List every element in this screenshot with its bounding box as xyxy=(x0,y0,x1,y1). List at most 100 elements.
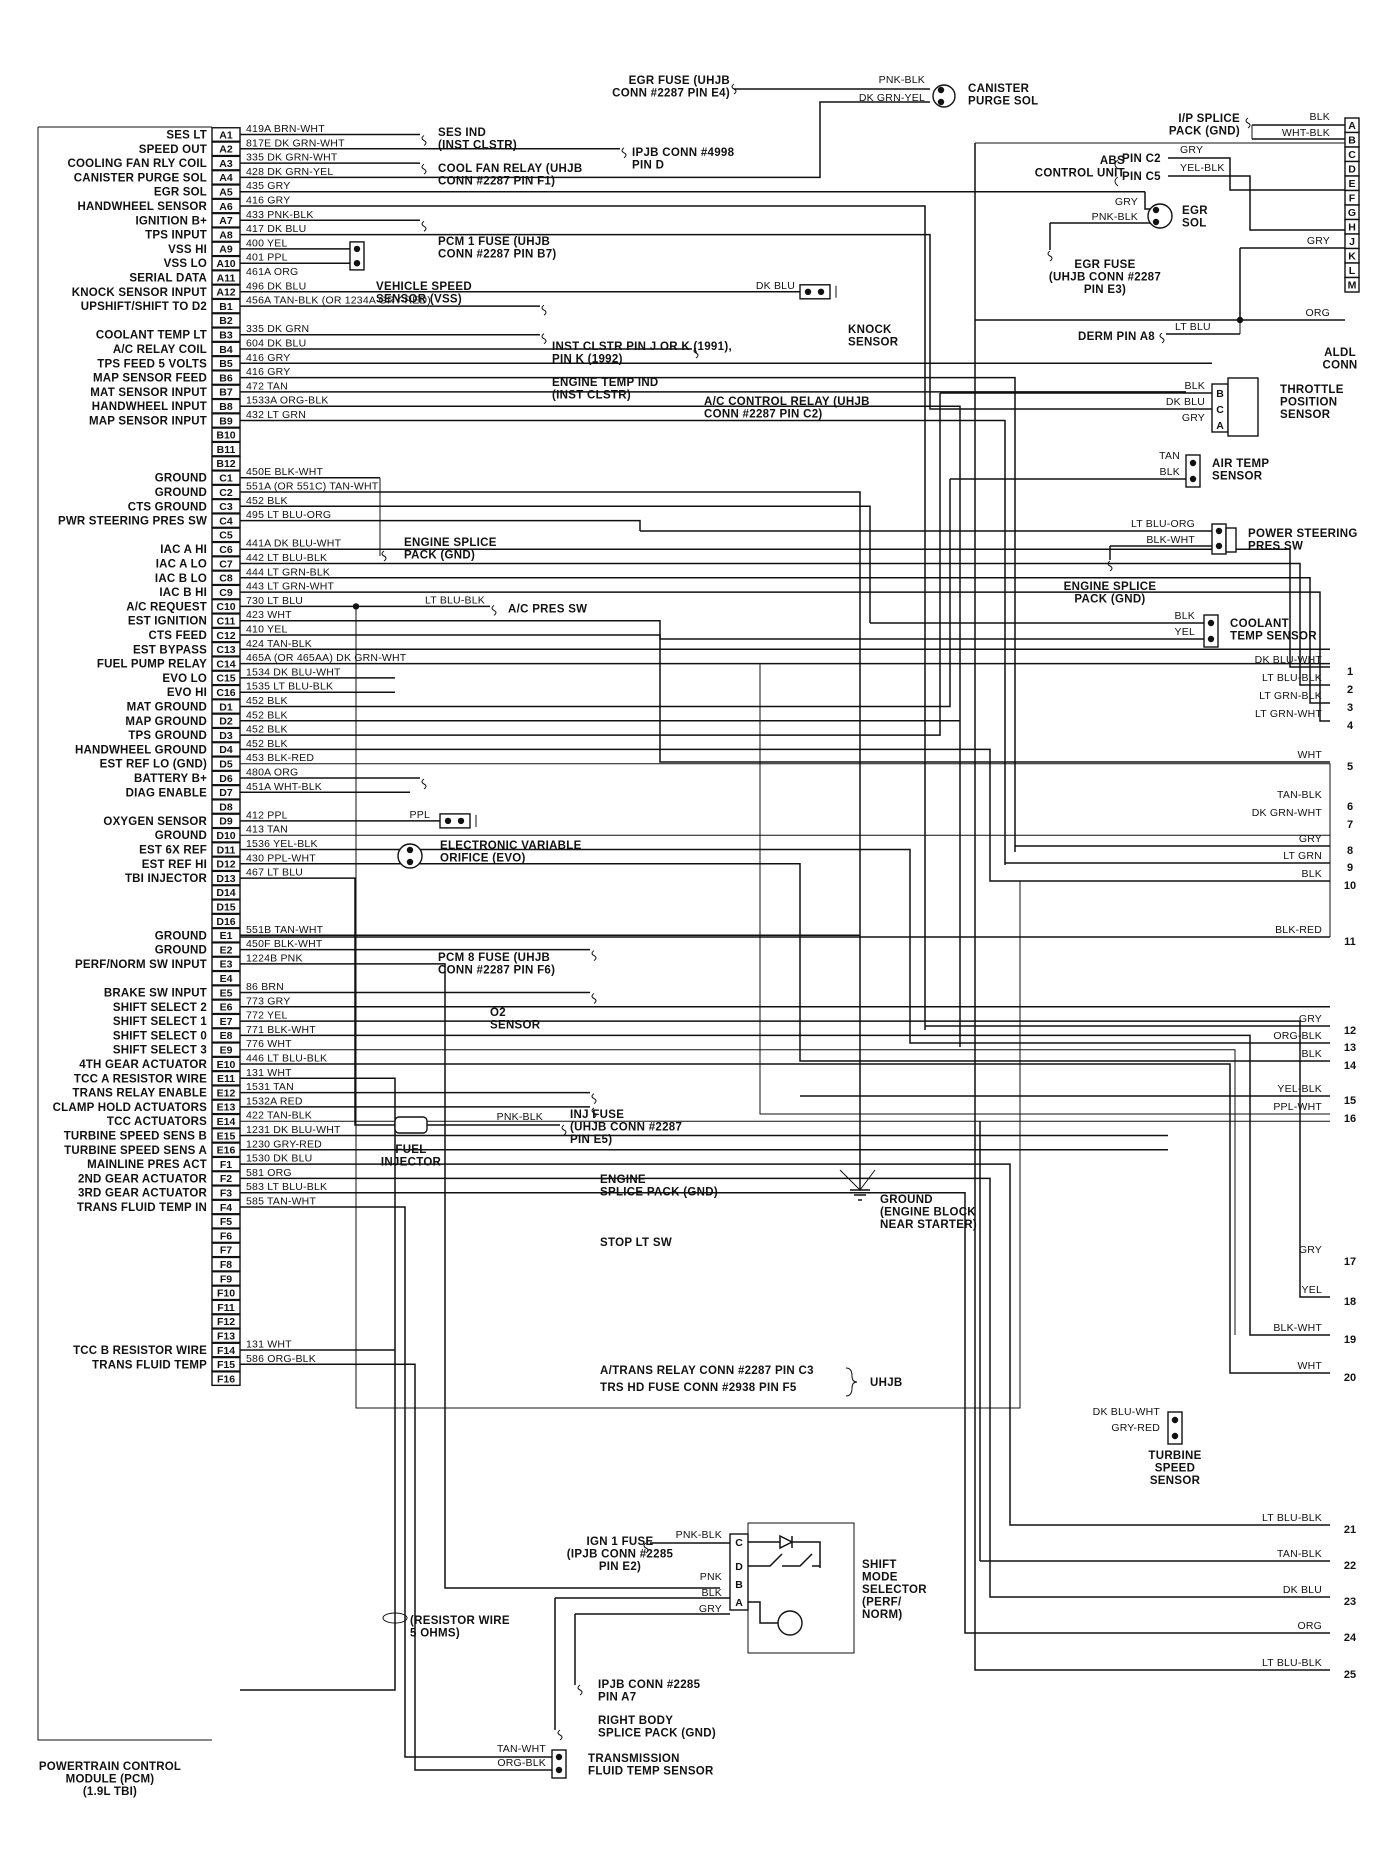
wire-label: 441A DK BLU-WHT xyxy=(246,538,342,550)
wire-label: LT BLU-BLK xyxy=(1262,1512,1322,1524)
ipjb-4998-label: PIN D xyxy=(632,160,664,172)
wire-label: YEL xyxy=(1302,1284,1322,1296)
pcm-pin-id: F11 xyxy=(217,1302,235,1314)
air-temp-label: SENSOR xyxy=(1212,471,1263,483)
break-mark xyxy=(1245,117,1251,129)
ip-splice-label: PACK (GND) xyxy=(1169,126,1240,138)
pcm-pin-id: C5 xyxy=(219,530,233,542)
pcm-pin-id: A12 xyxy=(216,287,235,299)
wire-label: WHT-BLK xyxy=(1282,127,1330,139)
break-mark xyxy=(491,605,497,616)
pcm-pin-f6 xyxy=(211,1228,241,1244)
break-mark xyxy=(643,1542,649,1554)
pcm-pin-label: FUEL PUMP RELAY xyxy=(97,659,207,671)
wire-label: 410 YEL xyxy=(246,624,288,636)
uhjb-label: UHJB xyxy=(870,1377,903,1389)
c11-wire xyxy=(240,619,1330,763)
ground-fan xyxy=(839,1169,876,1191)
shift-mode-label: MODE xyxy=(862,1572,898,1584)
pcm-pin-id: C9 xyxy=(219,587,233,599)
pcm-pin-id: A6 xyxy=(219,201,233,213)
wire-label: GRY xyxy=(1299,833,1322,845)
pcm-pin-label: EVO HI xyxy=(167,687,207,699)
wire-label: GRY xyxy=(1307,235,1330,247)
ac-relay-label: A/C CONTROL RELAY (UHJB xyxy=(704,396,870,408)
splice-dot xyxy=(937,86,945,94)
wire-label: BLK xyxy=(1185,380,1205,392)
break-mark xyxy=(421,135,427,146)
terminal-number: 8 xyxy=(1347,845,1353,857)
ipjb-4998-label: IPJB CONN #4998 xyxy=(632,147,735,159)
splice-dot xyxy=(1207,619,1215,627)
wire-label: BLK xyxy=(1175,610,1195,622)
pcm-pin-d16 xyxy=(211,913,241,929)
abs-gry-wire xyxy=(1168,157,1345,191)
pcm-pin-label: TCC B RESISTOR WIRE xyxy=(73,1345,207,1357)
wire-label: GRY xyxy=(1180,144,1203,156)
pcm-pin-id: D8 xyxy=(219,801,233,813)
wire-label: BLK xyxy=(1302,1048,1322,1060)
cts-label: COOLANT xyxy=(1230,618,1289,630)
components xyxy=(349,84,1360,1779)
break-mark xyxy=(591,1093,597,1104)
o2-label: O2 xyxy=(490,1007,506,1019)
wire-label: 400 YEL xyxy=(246,237,288,249)
break-mark xyxy=(557,1729,563,1741)
evo-label: ORIFICE (EVO) xyxy=(440,853,526,865)
term22-wire xyxy=(979,1121,1330,1562)
wire-label: PPL-WHT xyxy=(1273,1101,1322,1113)
wire-label: 551A (OR 551C) TAN-WHT xyxy=(246,481,379,493)
pcm-pin-b12 xyxy=(211,455,241,471)
wire-label: 428 DK GRN-YEL xyxy=(246,166,333,178)
pcm-pin-id: F12 xyxy=(217,1316,235,1328)
pcm-pin-label: EGR SOL xyxy=(154,187,207,199)
pcm-pin-label: DIAG ENABLE xyxy=(126,787,208,799)
e8-wire xyxy=(240,1034,1330,1336)
pcm1-fuse-label: CONN #2287 PIN B7) xyxy=(438,249,557,261)
pcm-pin-id: B5 xyxy=(219,358,233,370)
trs-hd-label: TRS HD FUSE CONN #2938 PIN F5 xyxy=(600,1382,797,1394)
ps-blkwht xyxy=(1109,545,1212,560)
shift-mode-switch xyxy=(748,1553,820,1567)
e7-wire xyxy=(240,1020,1330,1298)
terminal-number: 5 xyxy=(1347,761,1353,773)
pcm-pin-label: COOLANT TEMP LT xyxy=(96,330,207,342)
wire-traces xyxy=(37,83,1345,1771)
pcm-pin-id: B3 xyxy=(219,330,233,342)
egr-fuse-label: EGR FUSE (UHJB xyxy=(629,75,730,87)
pcm-pin-d15 xyxy=(211,899,241,915)
wire-label: GRY xyxy=(1299,1013,1322,1025)
break-mark xyxy=(381,550,387,562)
splice-dot xyxy=(1215,527,1223,535)
terminal-number: 15 xyxy=(1344,1095,1356,1107)
aldl-label: ALDL xyxy=(1324,347,1356,359)
aldl-pin-id: M xyxy=(1348,280,1357,292)
pcm-pin-id: C6 xyxy=(219,544,233,556)
engine-splice-c-label: PACK (GND) xyxy=(404,550,475,562)
pcm-pin-id: E5 xyxy=(220,987,233,999)
wire-label: PNK xyxy=(700,1571,722,1583)
shift-mode-lamp xyxy=(777,1610,803,1636)
pcm-pin-label: SHIFT SELECT 1 xyxy=(113,1016,208,1028)
wire-label: BLK-RED xyxy=(1275,924,1322,936)
shift-mode-label: SHIFT xyxy=(862,1559,897,1571)
pcm-pin-id: D15 xyxy=(216,902,235,914)
splice-dot xyxy=(444,817,452,825)
wire-label: 1533A ORG-BLK xyxy=(246,395,329,407)
pcm-pin-id: C16 xyxy=(216,687,235,699)
terminal-number: 20 xyxy=(1344,1372,1356,1384)
a4-wire xyxy=(240,101,830,179)
f3-wire xyxy=(240,1191,1330,1634)
pcm-pin-label: TRANS RELAY ENABLE xyxy=(72,1088,207,1100)
derm-label: DERM PIN A8 xyxy=(1078,331,1155,343)
shift-mode-diode xyxy=(748,1534,821,1568)
tps-pin: C xyxy=(1216,404,1224,416)
splice-dot xyxy=(1236,316,1244,324)
wire-label: 423 WHT xyxy=(246,609,292,621)
resistor-label: 5 OHMS) xyxy=(410,1628,460,1640)
shift-mode-connector xyxy=(729,1533,749,1611)
pcm-pin-id: C12 xyxy=(216,630,235,642)
egr-sol-label: SOL xyxy=(1182,218,1207,230)
wire-label: GRY xyxy=(1299,1244,1322,1256)
